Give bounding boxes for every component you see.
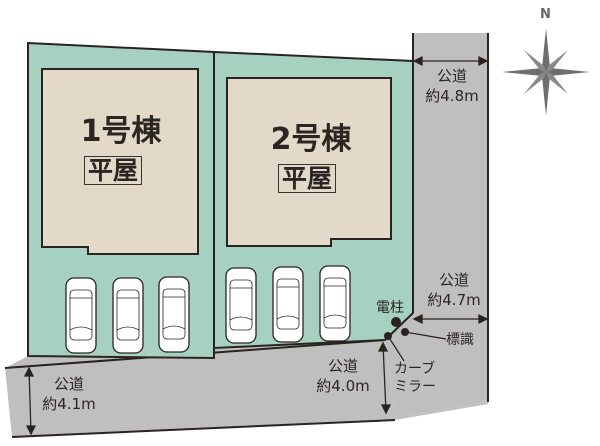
road-south-east-label: 公道 約4.0m xyxy=(306,356,380,396)
parking-car-icon xyxy=(65,277,97,354)
road-name: 公道 xyxy=(53,375,84,393)
building-2-footprint xyxy=(226,77,392,247)
building-1-footprint xyxy=(41,68,199,255)
road-width: 約4.0m xyxy=(316,377,370,395)
road-width: 約4.1m xyxy=(42,395,96,413)
compass-rose-icon xyxy=(502,28,590,116)
road-east-south-label: 公道 約4.7m xyxy=(420,270,488,310)
sign-label: 標識 xyxy=(446,332,474,348)
dimension-arrow-east-south xyxy=(412,313,489,325)
parking-car-icon xyxy=(112,277,144,354)
road-east xyxy=(385,33,488,418)
parking-car-icon xyxy=(319,265,351,342)
building-1-title: 1号棟 xyxy=(80,114,162,149)
road-south-west-label: 公道 約4.1m xyxy=(32,374,106,414)
compass-north-label: N xyxy=(540,7,551,22)
road-east-north-label: 公道 約4.8m xyxy=(420,66,484,106)
curve-mirror-label: カーブ ミラー xyxy=(394,361,436,395)
road-name: 公道 xyxy=(327,357,358,375)
building-1-type-badge: 平屋 xyxy=(84,156,143,185)
utility-pole-label: 電柱 xyxy=(376,300,404,316)
road-width: 約4.8m xyxy=(425,87,479,105)
utility-pole-icon xyxy=(391,317,401,327)
road-name: 公道 xyxy=(438,271,469,289)
road-south xyxy=(5,340,488,437)
road-width: 約4.7m xyxy=(427,291,481,309)
dimension-arrow-east-north xyxy=(412,55,489,67)
building-2-title: 2号棟 xyxy=(270,122,352,157)
road-name: 公道 xyxy=(436,67,467,85)
parking-car-icon xyxy=(272,266,304,343)
dimension-arrow-south-east xyxy=(377,341,392,415)
parking-car-icon xyxy=(158,276,190,353)
dimension-arrow-south-west xyxy=(23,366,37,436)
parking-car-icon xyxy=(225,267,257,344)
building-2-type-badge: 平屋 xyxy=(278,164,337,193)
